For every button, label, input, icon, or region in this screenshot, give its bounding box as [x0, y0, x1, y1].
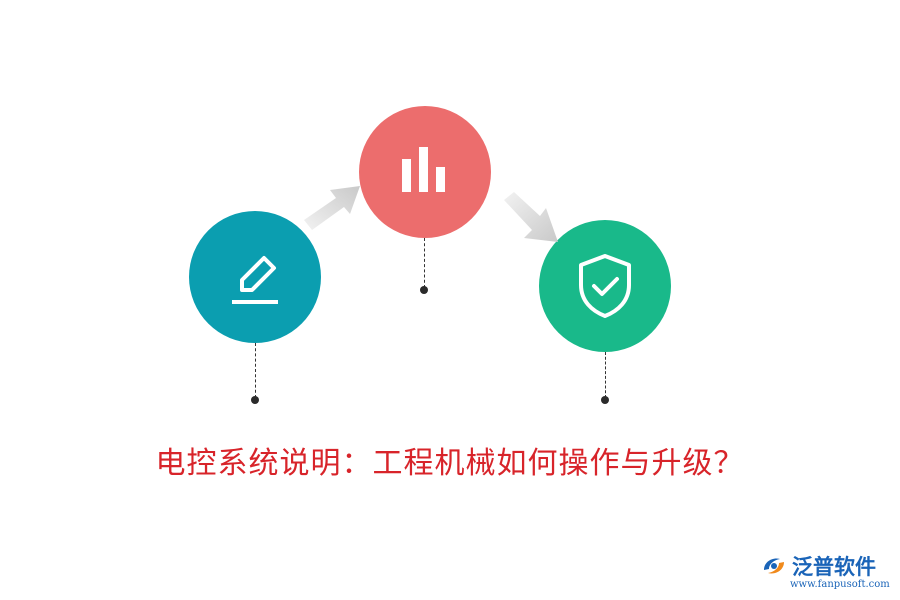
step-circle-shield: [539, 220, 671, 352]
brand-logo[interactable]: 泛普软件 www.fanpusoft.com: [760, 551, 890, 590]
fanpu-logo-icon: [764, 558, 784, 574]
connector-line: [255, 343, 256, 398]
step-circle-chart: [359, 106, 491, 238]
connector-dot: [601, 396, 609, 404]
connector-dot: [251, 396, 259, 404]
page-title: 电控系统说明：工程机械如何操作与升级？: [155, 446, 745, 481]
connector-line: [605, 352, 606, 398]
connector-dot: [420, 286, 428, 294]
step-circle-edit: [189, 211, 321, 343]
arrow-up-right-icon: [304, 186, 360, 230]
logo-url: www.fanpusoft.com: [790, 579, 890, 590]
logo-name: 泛普软件: [792, 555, 876, 579]
shield-check-icon: [579, 254, 631, 318]
arrow-down-right-icon: [504, 192, 558, 242]
pencil-icon: [232, 256, 278, 304]
connector-line: [424, 238, 425, 288]
bar-chart-icon: [402, 147, 445, 192]
